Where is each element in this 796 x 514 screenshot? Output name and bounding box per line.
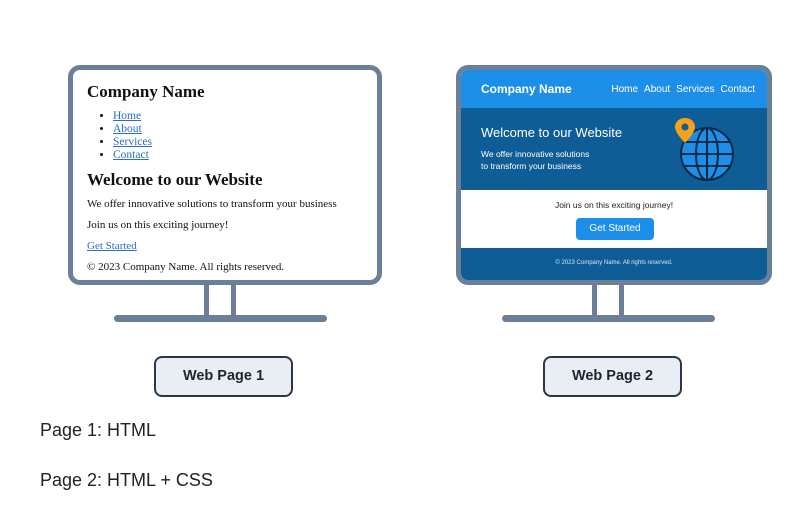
page2-hero: Welcome to our Website We offer innovati… (461, 108, 767, 190)
location-pin-icon (675, 118, 695, 143)
monitor-2-screen: Company Name Home About Services Contact… (456, 65, 772, 285)
monitor-2-base (502, 315, 715, 322)
page2-tagline-line-1: We offer innovative solutions (481, 149, 590, 159)
page1-nav-link-services[interactable]: Services (113, 136, 152, 148)
page2-join-text: Join us on this exciting journey! (554, 200, 674, 210)
monitor-1-base (114, 315, 327, 322)
web-page-1-label: Web Page 1 (154, 356, 293, 397)
page1-footer: © 2023 Company Name. All rights reserved… (87, 261, 285, 273)
page1-tagline: We offer innovative solutions to transfo… (87, 198, 337, 210)
page2-get-started-button[interactable]: Get Started (576, 218, 654, 240)
page2-body: Join us on this exciting journey! Get St… (461, 190, 767, 248)
page2-welcome-heading: Welcome to our Website (481, 125, 623, 140)
page1-join-text: Join us on this exciting journey! (87, 219, 229, 231)
page1-nav-item-contact: Contact (113, 149, 367, 162)
page2-nav-link-contact[interactable]: Contact (720, 84, 755, 95)
page2-tagline-line-2: to transform your business (481, 161, 582, 171)
page1-nav-item-about: About (113, 123, 367, 136)
page2-footer: © 2023 Company Name. All rights reserved… (461, 248, 767, 280)
page1-nav-list: Home About Services Contact (87, 110, 367, 162)
web-page-2-label: Web Page 2 (543, 356, 682, 397)
monitor-2-stand-left (592, 280, 597, 317)
page2-nav-link-about[interactable]: About (644, 84, 671, 95)
page1-nav-item-services: Services (113, 136, 367, 149)
page2-nav-link-home[interactable]: Home (611, 84, 639, 95)
page1-nav-link-contact[interactable]: Contact (113, 149, 149, 161)
page2-footer-text: © 2023 Company Name. All rights reserved… (555, 260, 673, 266)
page1-get-started-link[interactable]: Get Started (87, 240, 137, 252)
page2-navbar: Company Name Home About Services Contact (461, 70, 767, 108)
plain-html-page: Company Name Home About Services Contact… (87, 78, 367, 280)
page1-nav-link-about[interactable]: About (113, 123, 142, 135)
caption-page-2: Page 2: HTML + CSS (40, 470, 213, 490)
page1-company-name: Company Name (87, 82, 205, 101)
page2-nav-menu: Home About Services Contact (611, 84, 755, 95)
monitor-1-stand-left (204, 280, 209, 317)
page2-company-name: Company Name (481, 82, 572, 96)
page1-nav-item-home: Home (113, 110, 367, 123)
caption-page-1: Page 1: HTML (40, 420, 157, 440)
monitor-1-stand-right (231, 280, 236, 317)
globe-icon (675, 118, 734, 181)
page1-welcome-heading: Welcome to our Website (87, 170, 263, 189)
page2-nav-link-services[interactable]: Services (676, 84, 715, 95)
page2-tagline: We offer innovative solutions to transfo… (481, 148, 631, 172)
page1-nav-link-home[interactable]: Home (113, 110, 142, 122)
monitor-2-stand-right (619, 280, 624, 317)
monitor-1-screen: Company Name Home About Services Contact… (68, 65, 382, 285)
